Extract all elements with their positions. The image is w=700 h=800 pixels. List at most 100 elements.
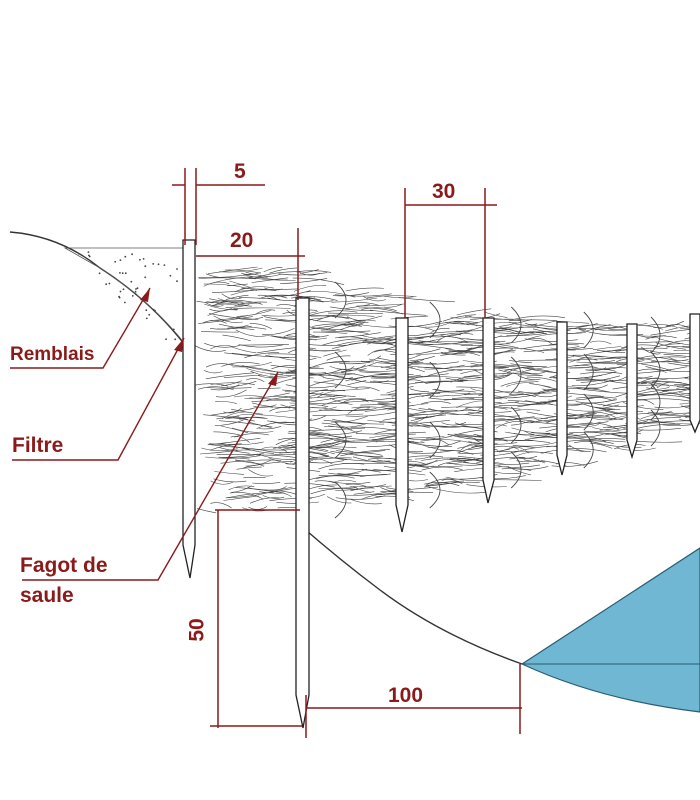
brush-stroke xyxy=(236,466,262,470)
brush-stroke xyxy=(421,466,463,471)
brush-stroke xyxy=(248,506,268,510)
brush-stroke xyxy=(592,346,622,351)
brush-stroke xyxy=(445,377,489,381)
brush-stroke xyxy=(332,419,385,425)
brush-stroke xyxy=(285,384,337,389)
brush-stroke xyxy=(345,483,366,487)
bundle-outline xyxy=(583,311,594,349)
brush-stroke xyxy=(565,323,598,328)
brush-stroke xyxy=(204,301,224,307)
brush-stroke xyxy=(200,331,239,333)
brush-stroke xyxy=(476,456,525,464)
brush-stroke xyxy=(213,478,247,483)
brush-stroke xyxy=(243,461,293,468)
brush-stroke xyxy=(600,404,619,410)
brush-stroke xyxy=(292,277,345,285)
brush-stroke xyxy=(478,391,524,396)
brush-stroke xyxy=(420,439,472,444)
stake-5 xyxy=(556,321,568,476)
brush-stroke xyxy=(518,455,538,459)
fill-dot xyxy=(135,288,137,290)
brush-stroke xyxy=(369,309,427,316)
brush-stroke xyxy=(417,366,463,371)
brush-stroke xyxy=(398,297,455,303)
brush-stroke xyxy=(269,453,317,459)
brush-stroke xyxy=(659,393,690,400)
bundle-outline xyxy=(650,383,661,421)
brush-stroke xyxy=(318,472,360,476)
brush-stroke xyxy=(441,422,467,426)
brush-stroke xyxy=(457,445,478,454)
willow-fascine-brush xyxy=(195,266,700,519)
brush-stroke xyxy=(326,496,352,504)
fill-dot xyxy=(152,308,155,311)
brush-stroke xyxy=(685,411,700,414)
brush-stroke xyxy=(213,315,243,323)
brush-stroke xyxy=(576,380,603,382)
brush-stroke xyxy=(356,303,405,307)
brush-stroke xyxy=(390,315,429,320)
brush-stroke xyxy=(533,417,558,422)
brush-stroke xyxy=(335,495,386,500)
brush-stroke xyxy=(229,280,251,288)
dimension-100-label: 100 xyxy=(388,684,424,707)
brush-stroke xyxy=(313,381,358,389)
brush-stroke xyxy=(533,389,558,395)
brush-stroke xyxy=(195,383,229,387)
brush-stroke xyxy=(307,427,366,432)
brush-stroke xyxy=(440,332,474,336)
brush-stroke xyxy=(522,367,559,374)
brush-stroke xyxy=(211,301,243,307)
fagot-label-line2: saule xyxy=(20,584,74,607)
brush-stroke xyxy=(221,425,249,434)
brush-stroke xyxy=(669,381,700,387)
brush-stroke xyxy=(503,320,556,329)
brush-stroke xyxy=(585,397,613,401)
brush-stroke xyxy=(409,479,429,482)
brush-stroke xyxy=(551,434,585,440)
brush-stroke xyxy=(588,438,626,440)
brush-stroke xyxy=(520,344,579,350)
brush-stroke xyxy=(305,291,356,298)
brush-stroke xyxy=(568,444,591,452)
brush-stroke xyxy=(404,409,458,417)
brush-stroke xyxy=(576,396,617,399)
brush-stroke xyxy=(543,389,601,397)
brush-stroke xyxy=(364,404,415,412)
brush-stroke xyxy=(404,435,453,441)
bundle-outline xyxy=(650,409,661,447)
water-body xyxy=(520,547,700,713)
brush-stroke xyxy=(581,403,621,410)
brush-stroke xyxy=(418,408,459,415)
brush-stroke xyxy=(320,435,353,443)
brush-stroke xyxy=(234,433,270,438)
dimension-50-label: 50 xyxy=(185,618,209,642)
brush-stroke xyxy=(441,479,463,485)
brush-stroke xyxy=(296,270,332,273)
brush-stroke xyxy=(351,406,397,411)
brush-stroke xyxy=(506,382,534,387)
brush-stroke xyxy=(501,468,532,471)
brush-stroke xyxy=(226,380,257,388)
brush-stroke xyxy=(316,475,355,479)
brush-stroke xyxy=(243,274,296,281)
brush-stroke xyxy=(523,459,547,462)
brush-stroke xyxy=(313,331,348,334)
brush-stroke xyxy=(425,478,455,486)
brush-stroke xyxy=(280,278,328,284)
brush-stroke xyxy=(208,266,258,274)
brush-stroke xyxy=(576,360,616,363)
brush-stroke xyxy=(321,422,353,430)
brush-stroke xyxy=(203,281,230,287)
brush-stroke xyxy=(248,469,274,477)
brush-stroke xyxy=(214,419,244,426)
brush-stroke xyxy=(524,433,574,440)
brush-stroke xyxy=(227,283,248,287)
brush-stroke xyxy=(612,384,669,390)
brush-stroke xyxy=(204,343,240,348)
brush-stroke xyxy=(328,468,381,473)
brush-stroke xyxy=(210,502,232,509)
brush-stroke xyxy=(388,320,443,328)
brush-stroke xyxy=(319,453,348,461)
brush-stroke xyxy=(448,392,471,397)
